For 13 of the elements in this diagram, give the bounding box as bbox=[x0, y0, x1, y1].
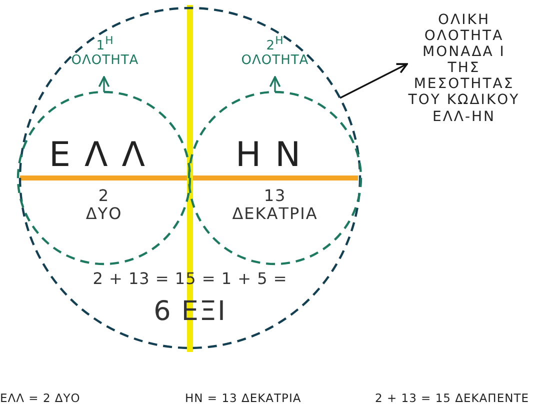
circle-text: ΕΛΛ bbox=[48, 136, 160, 176]
arrow bbox=[340, 63, 408, 99]
circle-text: ΗΝ bbox=[234, 136, 316, 176]
label-text: 1$^{Η}$ ΟΛΟΤΗΤΑ bbox=[70, 35, 140, 70]
caption-text: 2 + 13 = 15 ΔΕΚΑΠΕΝΤΕ bbox=[375, 392, 529, 406]
circle-text: 13 ΔΕΚΑΤΡΙΑ bbox=[231, 187, 319, 224]
label-text: 2$^{Η}$ ΟΛΟΤΗΤΑ bbox=[240, 35, 310, 70]
caption-text: ΗΝ = 13 ΔΕΚΑΤΡΙΑ bbox=[185, 392, 302, 406]
label-text: ΟΛΙΚΗ ΟΛΟΤΗΤΑ ΜΟΝΑΔΑ Ι ΤΗΣ ΜΕΣΟΤΗΤΑΣ ΤΟΥ ΚΩΔΙΚΟΥ ΕΛΛ-ΗΝ bbox=[407, 12, 521, 125]
caption-text: ΕΛΛ = 2 ΔΥΟ bbox=[0, 392, 80, 406]
arrow bbox=[269, 76, 281, 92]
circle-text: 2 ΔΥΟ bbox=[84, 187, 124, 224]
arrow bbox=[98, 76, 110, 92]
